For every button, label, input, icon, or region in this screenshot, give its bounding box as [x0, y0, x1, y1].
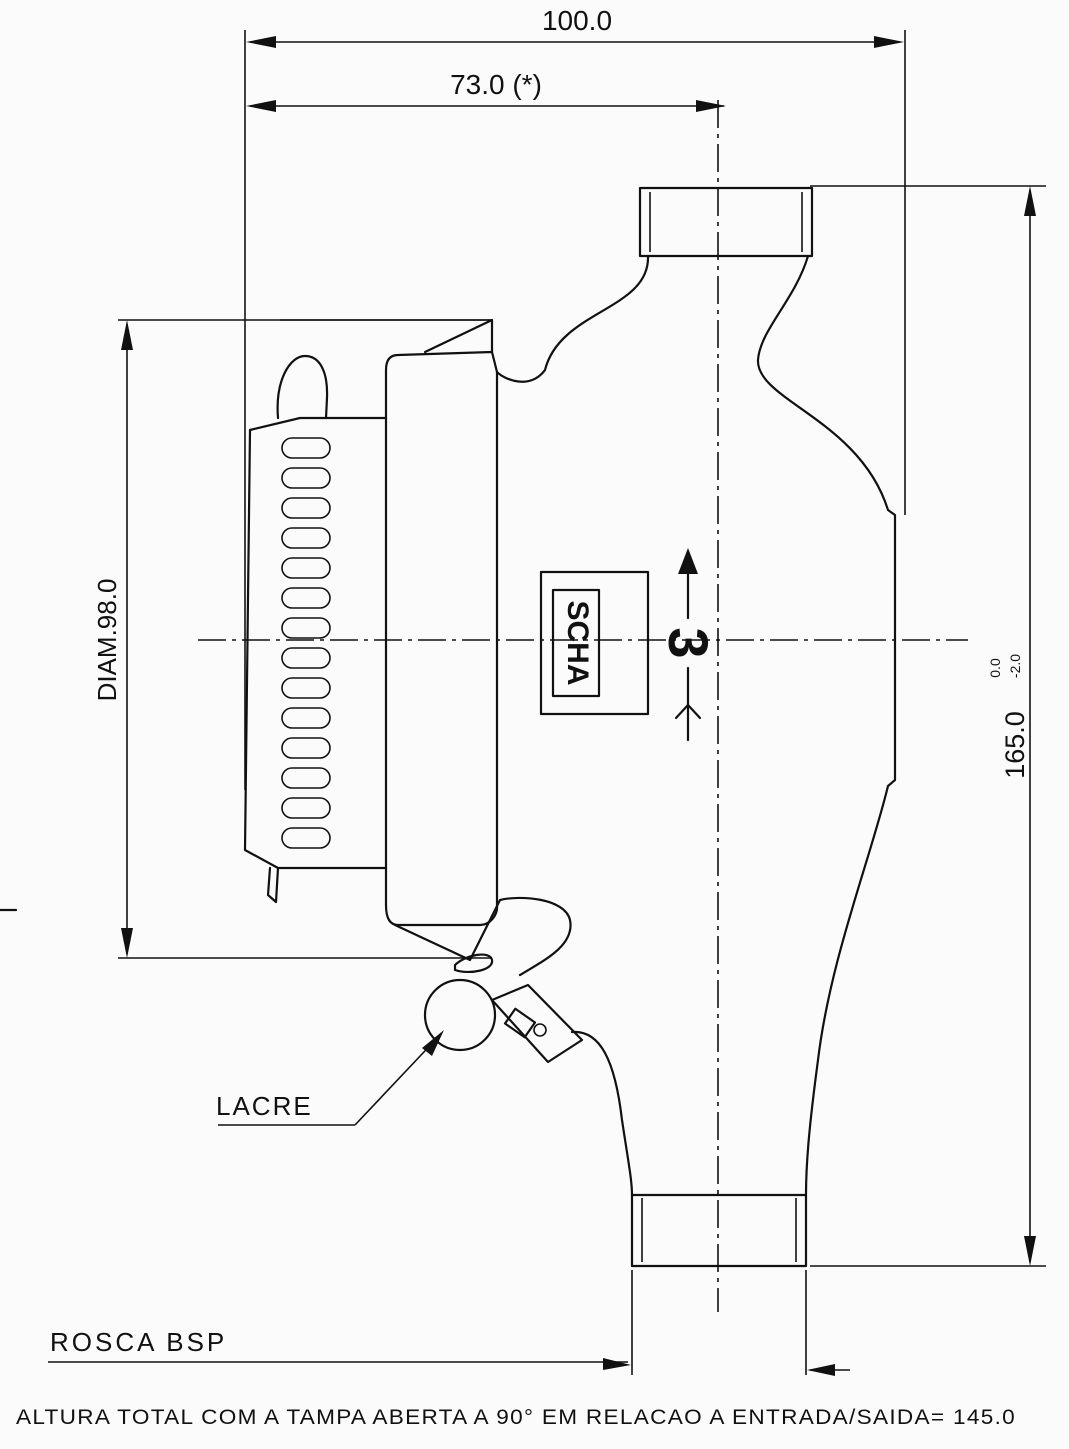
brand-plate-text: SCHA — [561, 600, 594, 685]
dimension-width-100: 100.0 — [244, 5, 906, 790]
thread-label: ROSCA BSP — [50, 1327, 227, 1357]
bottom-thread-connection — [630, 1193, 808, 1268]
seal-label: LACRE — [216, 1091, 313, 1121]
seal-disc — [423, 978, 497, 1052]
size-number: 3 — [657, 627, 720, 658]
brand-plate: SCHA — [539, 570, 650, 716]
dimension-axis-offset-73: 73.0 (*) — [246, 69, 726, 112]
top-thread-connection — [638, 186, 814, 258]
thread-callout: ROSCA BSP — [48, 1270, 850, 1376]
footnote: ALTURA TOTAL COM A TAMPA ABERTA A 90° EM… — [16, 1406, 1016, 1429]
dimension-diameter-98: DIAM.98.0 — [92, 319, 492, 959]
dimension-height-tolerance-upper: 0.0 — [987, 658, 1003, 678]
meter-body — [495, 186, 897, 1268]
dimension-height-label: 165.0 — [1000, 711, 1030, 779]
seal-assembly: LACRE — [216, 953, 584, 1126]
dimension-diameter-label: DIAM.98.0 — [92, 579, 122, 702]
flow-direction-arrow-icon: 3 — [657, 548, 720, 742]
dimension-height-165: 165.0 0.0 -2.0 — [810, 185, 1046, 1267]
dimension-width-label: 100.0 — [542, 5, 612, 36]
dimension-height-tolerance-lower: -2.0 — [1007, 654, 1023, 678]
dimension-axis-offset-label: 73.0 (*) — [450, 69, 542, 100]
lid-fins — [281, 437, 331, 849]
register-housing — [243, 318, 572, 977]
